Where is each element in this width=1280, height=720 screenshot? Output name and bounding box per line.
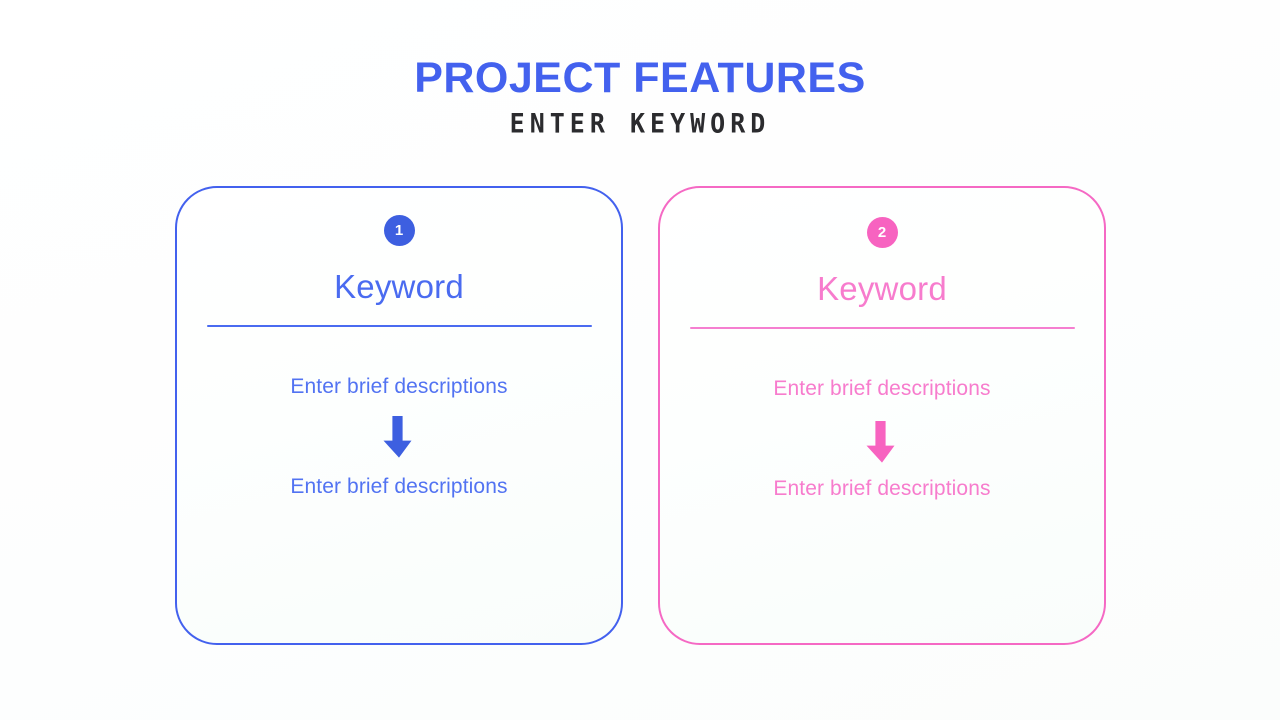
feature-card-1[interactable]: 1 Keyword Enter brief descriptions Enter… <box>175 186 623 645</box>
card-description-top: Enter brief descriptions <box>290 375 508 399</box>
page-subtitle: ENTER KEYWORD <box>509 108 771 139</box>
card-title: Keyword <box>334 268 464 305</box>
card-title: Keyword <box>817 270 947 307</box>
page-title: PROJECT FEATURES <box>414 54 866 102</box>
card-body: Enter brief descriptions Enter brief des… <box>177 374 621 499</box>
card-description-bottom: Enter brief descriptions <box>773 477 991 501</box>
arrow-down-icon <box>866 421 895 464</box>
card-divider <box>206 324 592 328</box>
card-divider <box>689 326 1075 330</box>
arrow-down-icon <box>383 416 412 459</box>
card-number-badge: 2 <box>866 217 898 248</box>
feature-card-2[interactable]: 2 Keyword Enter brief descriptions Enter… <box>658 186 1106 645</box>
card-number-badge: 1 <box>383 215 415 246</box>
card-description-top: Enter brief descriptions <box>773 377 991 401</box>
card-body: Enter brief descriptions Enter brief des… <box>660 376 1104 501</box>
slide-header: PROJECT FEATURES ENTER KEYWORD <box>0 54 1280 139</box>
feature-cards-row: 1 Keyword Enter brief descriptions Enter… <box>175 186 1106 646</box>
card-description-bottom: Enter brief descriptions <box>290 475 508 499</box>
